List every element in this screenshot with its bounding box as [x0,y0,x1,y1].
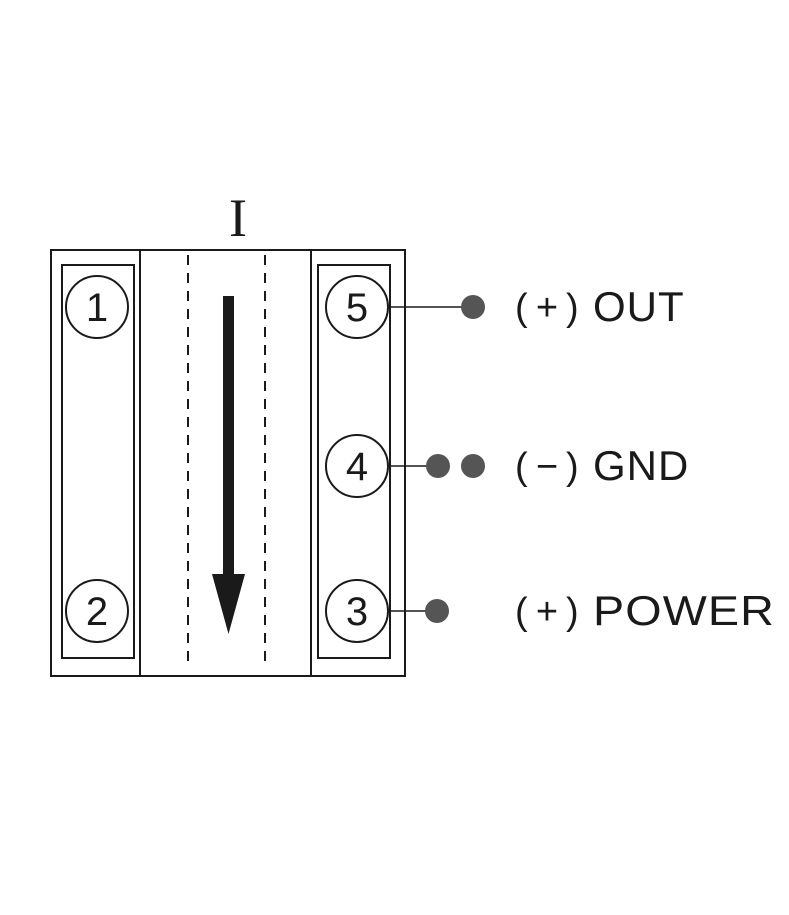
svg-text:(: ( [515,287,528,329]
svg-text:): ) [566,446,579,488]
svg-text:−: − [536,446,558,488]
svg-text:+: + [536,287,558,329]
terminal-label-power: ( + ) POWER [515,587,775,634]
svg-text:OUT: OUT [593,283,685,330]
pin-3: 3 [325,579,389,643]
svg-text:1: 1 [86,286,108,330]
svg-text:3: 3 [346,590,368,634]
terminal-label-gnd: ( − ) GND [515,442,689,489]
svg-text:(: ( [515,446,528,488]
current-arrow-icon [212,296,245,634]
svg-text:): ) [566,591,579,633]
right-terminal-strip [317,264,391,659]
svg-text:4: 4 [346,445,368,489]
out-connection-dot [461,295,485,319]
svg-text:GND: GND [593,442,689,489]
gnd-connection-dot-2 [461,454,485,478]
svg-text:(: ( [515,591,528,633]
current-symbol: I [229,188,247,248]
pin-1: 1 [65,275,129,339]
svg-text:+: + [536,591,558,633]
svg-text:): ) [566,287,579,329]
pin-2: 2 [65,579,129,643]
svg-text:POWER: POWER [593,587,775,634]
svg-text:5: 5 [346,286,368,330]
left-terminal-strip [61,264,135,659]
pin-4: 4 [325,434,389,498]
gnd-connection-dot-1 [426,454,450,478]
terminal-label-out: ( + ) OUT [515,283,685,330]
module-body [50,249,406,677]
power-connection-dot [425,599,449,623]
svg-text:2: 2 [86,590,108,634]
pin-5: 5 [325,275,389,339]
